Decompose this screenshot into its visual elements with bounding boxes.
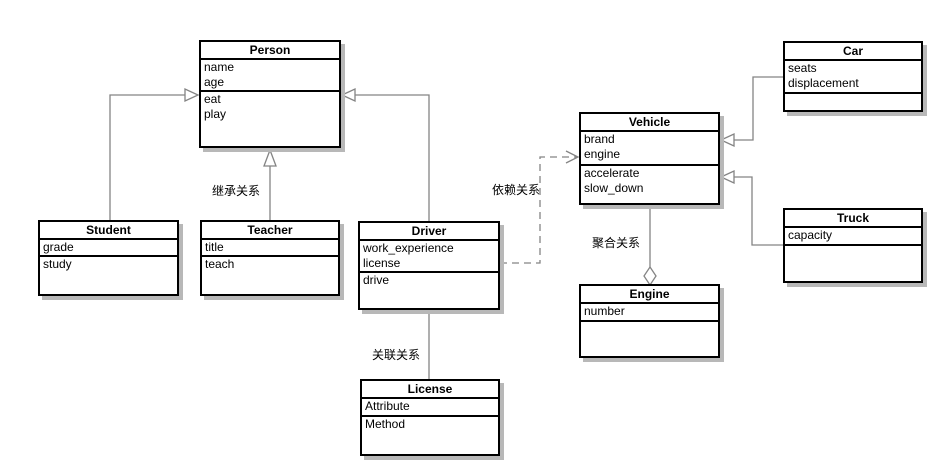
class-attribute: grade [43,240,74,254]
class-title: Engine [581,286,718,304]
class-attribute: title [205,240,224,254]
class-attribute: license [363,256,401,270]
methods-compartment: Method [362,417,498,432]
aggregation-diamond-icon [643,265,657,287]
label-inheritance-relationship: 继承关系 [212,184,261,198]
methods-compartment: eat play [201,92,339,122]
inheritance-triangle-icon [340,87,356,103]
inheritance-triangle-icon [184,87,200,103]
label-dependency-relationship: 依赖关系 [492,183,541,197]
label-association-relationship: 关联关系 [372,348,421,362]
open-arrow-icon [565,150,580,164]
class-method: study [43,257,72,271]
connector-truck-vehicle-inheritance[interactable] [719,169,783,246]
class-box-engine[interactable]: Engine number [579,284,720,358]
methods-compartment: teach [202,257,338,272]
class-attribute: number [584,304,625,318]
inheritance-triangle-icon [719,169,735,185]
class-box-driver[interactable]: Driver work_experience license drive [358,221,500,310]
connector-driver-vehicle-dependency[interactable] [500,150,580,264]
class-method: slow_down [584,181,644,195]
class-title: Person [201,42,339,60]
class-title: Teacher [202,222,338,240]
inheritance-triangle-icon [719,132,735,148]
class-box-teacher[interactable]: Teacher title teach [200,220,340,296]
attributes-compartment: title [202,240,338,257]
class-box-student[interactable]: Student grade study [38,220,179,296]
label-aggregation-relationship: 聚合关系 [592,236,641,250]
connector-car-vehicle-inheritance[interactable] [719,76,783,148]
connector-student-person-inheritance[interactable] [109,87,200,220]
methods-compartment: study [40,257,177,272]
attributes-compartment: number [581,304,718,322]
class-title: Car [785,43,921,61]
class-box-truck[interactable]: Truck capacity [783,208,923,283]
class-attribute: engine [584,147,621,161]
class-box-vehicle[interactable]: Vehicle brand engine accelerate slow_dow… [579,112,720,205]
methods-compartment: drive [360,273,498,288]
attributes-compartment: work_experience license [360,241,498,273]
class-title: Truck [785,210,921,228]
class-method: eat [204,92,221,106]
connector-vehicle-engine-aggregation[interactable] [643,205,657,287]
class-attribute: age [204,75,225,89]
class-method: Method [365,417,406,431]
connector-teacher-person-inheritance[interactable] [263,148,277,220]
class-attribute: Attribute [365,399,410,413]
class-method: drive [363,273,390,287]
attributes-compartment: brand engine [581,132,718,166]
class-title: Driver [360,223,498,241]
class-method: play [204,107,227,121]
class-box-license[interactable]: License Attribute Method [360,379,500,456]
attributes-compartment: name age [201,60,339,92]
class-attribute: displacement [788,76,859,90]
class-attribute: seats [788,61,817,75]
class-attribute: name [204,60,235,74]
class-title: License [362,381,498,399]
class-attribute: brand [584,132,615,146]
class-box-person[interactable]: Person name age eat play [199,40,341,148]
attributes-compartment: grade [40,240,177,257]
class-attribute: work_experience [363,241,454,255]
attributes-compartment: seats displacement [785,61,921,94]
class-title: Vehicle [581,114,718,132]
class-box-car[interactable]: Car seats displacement [783,41,923,112]
class-method: teach [205,257,235,271]
methods-compartment: accelerate slow_down [581,166,718,196]
inheritance-triangle-icon [263,148,277,167]
class-attribute: capacity [788,228,833,242]
attributes-compartment: capacity [785,228,921,246]
class-method: accelerate [584,166,640,180]
connector-driver-person-inheritance[interactable] [340,87,430,221]
attributes-compartment: Attribute [362,399,498,417]
class-title: Student [40,222,177,240]
